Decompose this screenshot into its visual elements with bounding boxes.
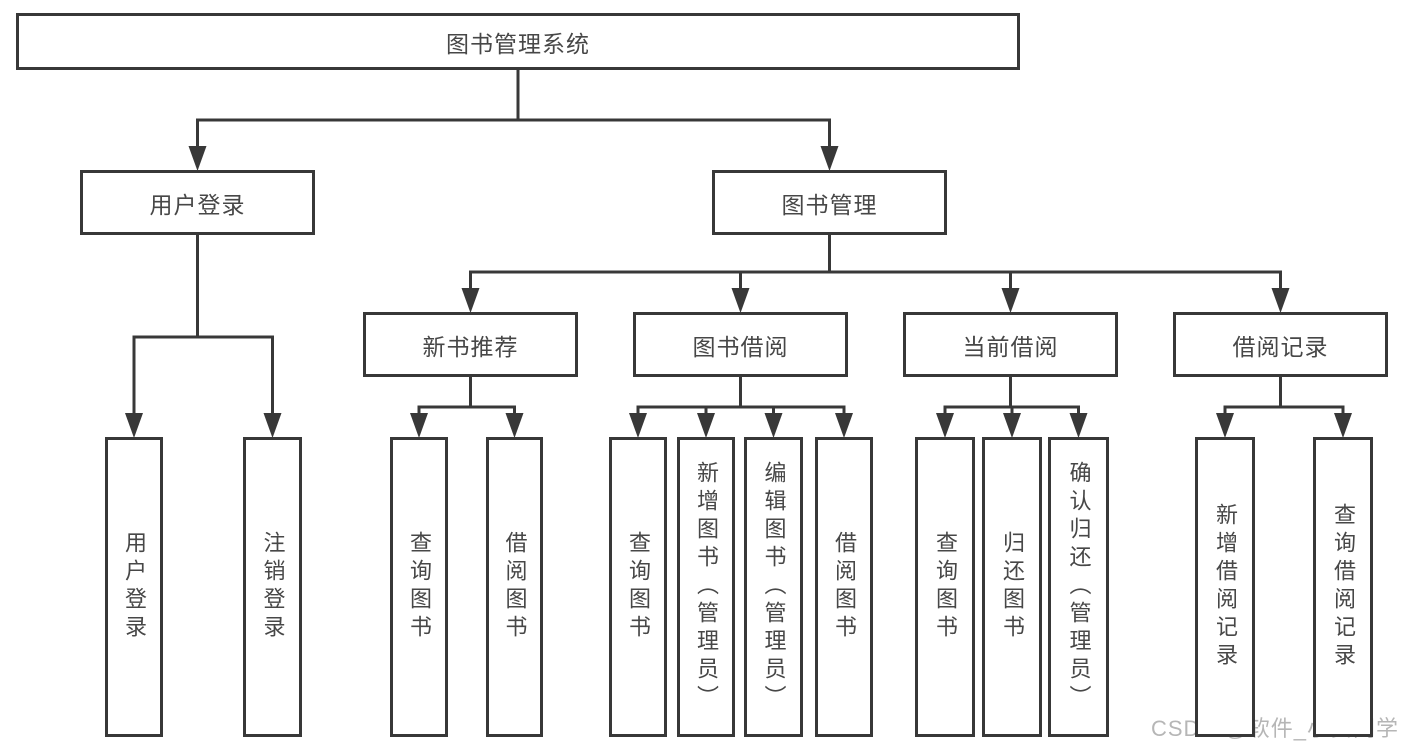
node-label-current-confirm: 确认归还（管理员） <box>1066 461 1092 713</box>
node-label-mgmt: 图书管理 <box>781 191 878 218</box>
arrowhead-icon <box>461 288 480 313</box>
arrowhead-icon <box>820 146 839 171</box>
node-box-records-query: 查询借阅记录 <box>1313 437 1373 737</box>
node-label-login-logout: 注销登录 <box>260 531 286 643</box>
arrowhead-icon <box>697 413 715 438</box>
node-box-borrow-edit: 编辑图书（管理员） <box>744 437 803 737</box>
arrowhead-icon <box>629 413 647 438</box>
node-box-borrow-add: 新增图书（管理员） <box>677 437 735 737</box>
arrowhead-icon <box>505 413 524 438</box>
node-box-mgmt: 图书管理 <box>712 170 947 235</box>
node-box-login-user: 用户登录 <box>105 437 163 737</box>
arrowhead-icon <box>936 413 954 438</box>
node-box-root: 图书管理系统 <box>16 13 1020 70</box>
arrowhead-icon <box>764 413 783 438</box>
node-box-records: 借阅记录 <box>1173 312 1388 377</box>
arrowhead-icon <box>1003 413 1021 438</box>
node-box-rec: 新书推荐 <box>363 312 578 377</box>
arrowhead-icon <box>1334 413 1352 438</box>
node-label-rec: 新书推荐 <box>422 333 519 360</box>
node-label-current-return: 归还图书 <box>1000 531 1025 643</box>
node-label-login-user: 用户登录 <box>122 531 147 643</box>
node-box-borrow-borrow: 借阅图书 <box>815 437 873 737</box>
node-label-login: 用户登录 <box>149 191 246 218</box>
arrowhead-icon <box>1271 288 1290 313</box>
arrowhead-icon <box>1216 413 1234 438</box>
node-box-rec-query: 查询图书 <box>390 437 448 737</box>
arrowhead-icon <box>1001 288 1020 313</box>
node-box-borrow: 图书借阅 <box>633 312 848 377</box>
node-box-records-add: 新增借阅记录 <box>1195 437 1255 737</box>
node-box-current: 当前借阅 <box>903 312 1118 377</box>
arrowhead-icon <box>1069 413 1088 438</box>
arrowhead-icon <box>835 413 853 438</box>
arrowhead-icon <box>731 288 750 313</box>
node-box-login-logout: 注销登录 <box>243 437 302 737</box>
node-label-borrow-query: 查询图书 <box>626 531 651 643</box>
node-label-borrow-borrow: 借阅图书 <box>832 531 857 643</box>
arrowhead-icon <box>125 413 143 438</box>
node-box-current-confirm: 确认归还（管理员） <box>1048 437 1109 737</box>
node-label-records-query: 查询借阅记录 <box>1331 503 1356 671</box>
node-box-current-return: 归还图书 <box>982 437 1042 737</box>
node-box-current-query: 查询图书 <box>915 437 975 737</box>
node-label-records: 借阅记录 <box>1232 333 1329 360</box>
node-label-rec-borrow: 借阅图书 <box>502 531 528 643</box>
node-label-borrow-edit: 编辑图书（管理员） <box>761 461 787 713</box>
node-label-borrow-add: 新增图书（管理员） <box>694 461 719 713</box>
node-box-borrow-query: 查询图书 <box>609 437 667 737</box>
node-label-borrow: 图书借阅 <box>692 333 789 360</box>
arrowhead-icon <box>263 413 282 438</box>
node-label-records-add: 新增借阅记录 <box>1213 503 1238 671</box>
node-label-current-query: 查询图书 <box>933 531 958 643</box>
node-label-rec-query: 查询图书 <box>407 531 432 643</box>
arrowhead-icon <box>188 146 207 171</box>
node-label-root: 图书管理系统 <box>446 30 590 57</box>
arrowhead-icon <box>410 413 428 438</box>
node-box-login: 用户登录 <box>80 170 315 235</box>
node-label-current: 当前借阅 <box>962 333 1059 360</box>
node-box-rec-borrow: 借阅图书 <box>486 437 543 737</box>
